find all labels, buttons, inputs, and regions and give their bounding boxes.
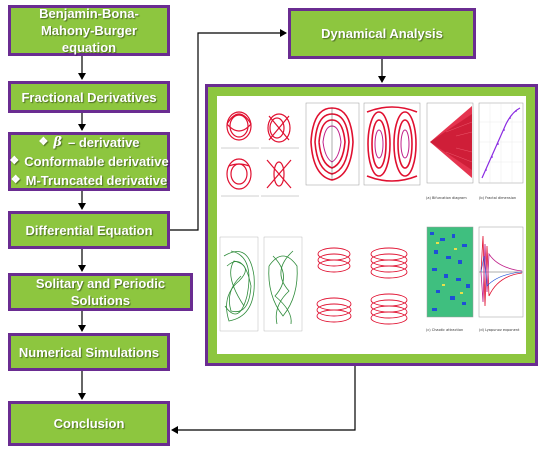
bifurcation-diagram-plot [426, 102, 474, 184]
arrow-panel-to-conclusion [171, 366, 356, 434]
node-bbmb-equation: Benjamin-Bona-Mahony-Burger equation [8, 5, 170, 56]
node-fractional-label: Fractional Derivatives [21, 89, 157, 105]
node-fractional-derivatives: Fractional Derivatives [8, 81, 170, 113]
phase-portrait-small-grid [221, 111, 299, 197]
arrow-diffeq-to-dynamical [170, 29, 287, 231]
quasi-periodic-green-right [263, 236, 303, 332]
derivative-item-conformable: ❖ Conformable derivative [9, 152, 168, 171]
beta-derivative-text: – derivative [67, 135, 140, 150]
caption-chaotic: (c) Chaotic attraction [426, 328, 464, 332]
derivative-item-mtruncated: ❖ M-Truncated derivative [11, 171, 167, 190]
simulation-panel: (a) Bifurcation diagram (b) Fractal dime… [205, 84, 538, 366]
phase-portrait-large-right [363, 102, 421, 186]
plot-sheet: (a) Bifurcation diagram (b) Fractal dime… [217, 96, 526, 354]
derivative-list: ❖ β – derivative ❖ Conformable derivativ… [9, 133, 168, 190]
diamond-bullet-icon: ❖ [38, 136, 49, 148]
node-dynamical-analysis: Dynamical Analysis [288, 8, 476, 59]
node-numerical-label: Numerical Simulations [18, 344, 160, 360]
node-conclusion-label: Conclusion [53, 416, 125, 431]
mtruncated-text: M-Truncated derivative [25, 173, 168, 188]
diamond-bullet-icon: ❖ [10, 174, 21, 186]
node-numerical-simulations: Numerical Simulations [8, 333, 170, 371]
node-bbmb-label: Benjamin-Bona-Mahony-Burger equation [11, 5, 167, 56]
node-differential-equation: Differential Equation [8, 211, 170, 249]
node-solitary-periodic: Solitary and Periodic Solutions [8, 273, 193, 311]
lyapunov-exponent-plot [478, 226, 524, 318]
quasi-periodic-green-left [219, 236, 259, 332]
node-conclusion: Conclusion [8, 401, 170, 446]
node-bbmb-line2: equation [61, 40, 117, 55]
node-bbmb-line1: Benjamin-Bona-Mahony-Burger [39, 6, 139, 38]
trajectory-3d-grid [316, 247, 408, 325]
node-solitary-label: Solitary and Periodic Solutions [35, 276, 166, 308]
node-derivative-types: ❖ β – derivative ❖ Conformable derivativ… [8, 132, 170, 191]
fractal-dimension-plot [478, 102, 524, 184]
node-dynamical-label: Dynamical Analysis [321, 26, 443, 41]
beta-symbol: β [53, 135, 62, 150]
chaotic-attraction-plot [426, 226, 474, 318]
caption-lyapunov: (d) Lyapunov exponent [479, 328, 520, 332]
node-diffeq-label: Differential Equation [25, 222, 153, 238]
derivative-item-beta: ❖ β – derivative [38, 133, 139, 152]
phase-portrait-large-left [305, 102, 360, 186]
caption-fractal: (b) Fractal dimension [479, 196, 517, 200]
conformable-text: Conformable derivative [24, 154, 169, 169]
diamond-bullet-icon: ❖ [9, 155, 20, 167]
caption-bifurcation: (a) Bifurcation diagram [426, 196, 467, 200]
